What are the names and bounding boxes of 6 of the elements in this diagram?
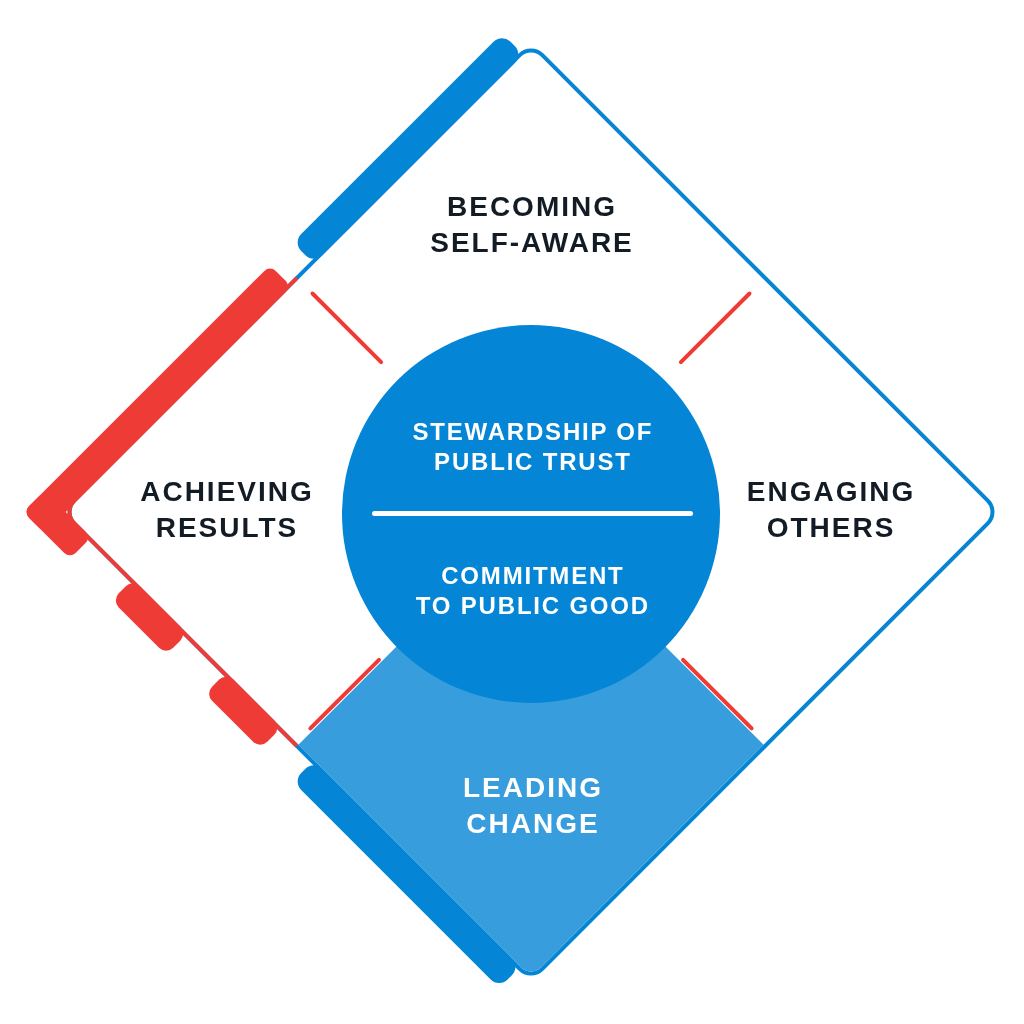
- quadrant-label: ENGAGING OTHERS: [745, 475, 916, 545]
- core-value-label: STEWARDSHIP OF PUBLIC TRUST: [411, 417, 654, 477]
- quadrant-label: ACHIEVING RESULTS: [139, 475, 314, 545]
- quadrant-label: BECOMING SELF-AWARE: [429, 190, 634, 260]
- core-value-label: COMMITMENT TO PUBLIC GOOD: [414, 561, 650, 621]
- quadrant-label: LEADING CHANGE: [462, 771, 603, 841]
